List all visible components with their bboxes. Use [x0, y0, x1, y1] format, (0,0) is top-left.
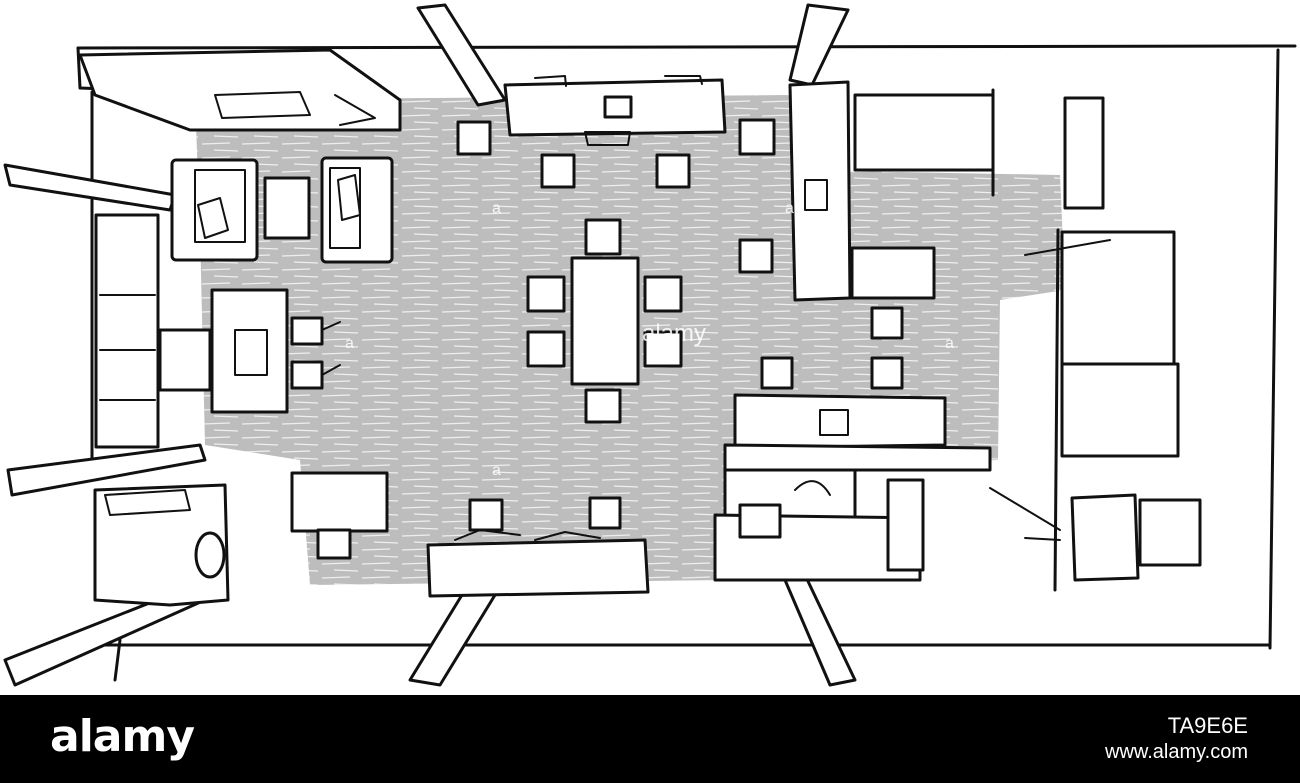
watermark-mark: a — [492, 462, 501, 479]
right-partition — [788, 80, 995, 302]
left-window — [94, 213, 160, 449]
watermark-mark: a — [492, 200, 501, 217]
bottom-counter — [426, 529, 650, 598]
floor-plan-drawing: a a a a a alamy — [3, 3, 1297, 687]
brand-logo: alamy — [50, 711, 195, 762]
outer-walls — [76, 44, 1297, 682]
watermark-brand: alamy — [642, 320, 707, 347]
skylight — [78, 48, 402, 132]
image-id: TA9E6E — [1167, 713, 1248, 738]
left-desk — [158, 288, 341, 414]
bottom-left-room — [93, 471, 389, 607]
floor-plan-sketch — [3, 3, 1297, 687]
beams — [3, 3, 857, 687]
right-desks — [713, 393, 992, 582]
lounge — [170, 156, 394, 264]
footer-bar: alamy TA9E6E www.alamy.com — [0, 695, 1300, 783]
right-room — [989, 96, 1202, 592]
top-counter — [503, 75, 727, 146]
chairs — [456, 118, 904, 532]
watermark-mark: a — [785, 200, 794, 217]
watermark-mark: a — [945, 335, 954, 352]
meeting-table — [526, 218, 683, 424]
site-url: www.alamy.com — [1105, 741, 1248, 763]
watermark-mark: a — [345, 335, 354, 352]
